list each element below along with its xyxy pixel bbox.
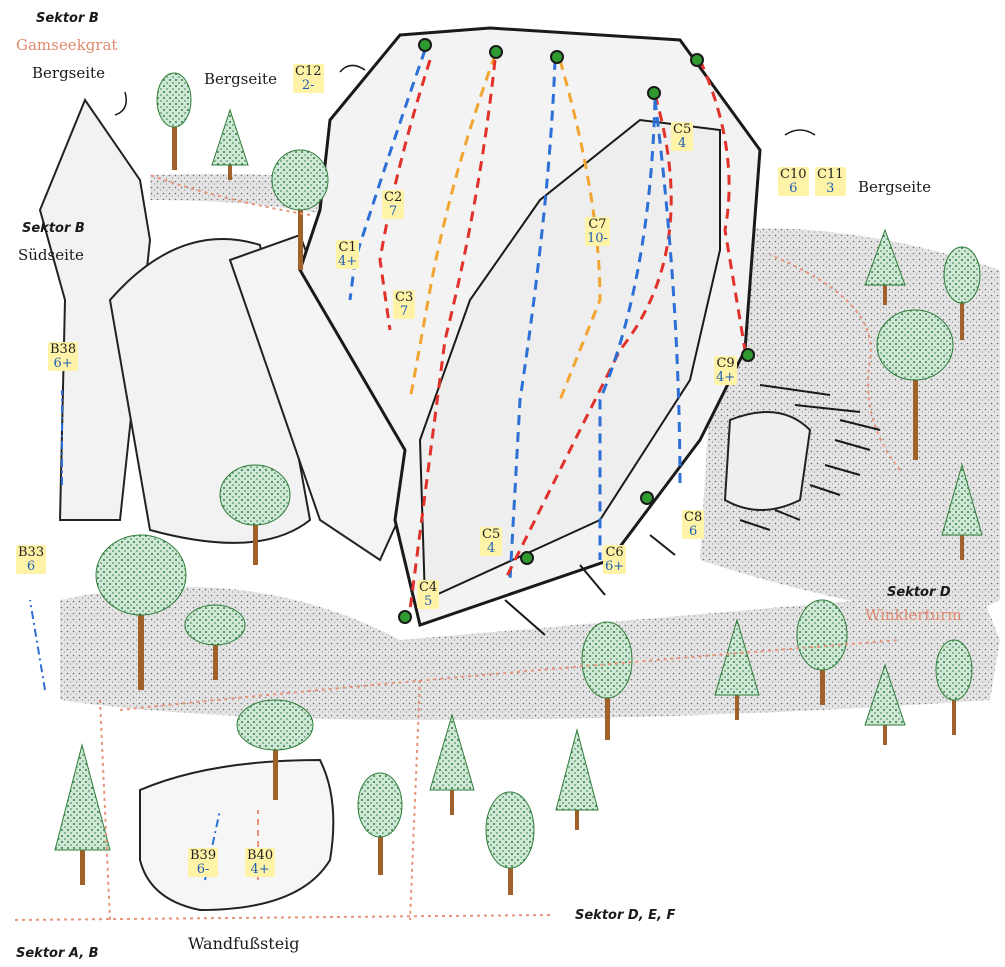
anchor xyxy=(490,46,502,58)
arrow-right xyxy=(785,130,815,135)
path-wandfusssteig xyxy=(15,915,550,920)
anchor xyxy=(641,492,653,504)
gamseekgrat-label: Gamseekgrat xyxy=(16,38,117,53)
wandfusssteig-label: Wandfußsteig xyxy=(188,936,300,952)
bergseite-right: Bergseite xyxy=(858,180,931,195)
suedseite-label: Südseite xyxy=(18,248,84,263)
tree xyxy=(556,730,598,830)
tree xyxy=(220,465,290,565)
rock-boulder xyxy=(725,412,810,510)
sektor-def-label: Sektor D, E, F xyxy=(575,909,675,922)
tree xyxy=(157,73,191,170)
bergseite-middle: Bergseite xyxy=(204,72,277,87)
route-line-b33 xyxy=(30,600,45,690)
anchor xyxy=(419,39,431,51)
sektor-b-south-label: Sektor B xyxy=(22,222,85,235)
tree xyxy=(212,110,248,180)
tree xyxy=(582,622,632,740)
anchor xyxy=(551,51,563,63)
sektor-ab-label: Sektor A, B xyxy=(16,947,99,960)
tree xyxy=(55,745,110,885)
bergseite-top-left: Bergseite xyxy=(32,66,105,81)
tree xyxy=(358,773,402,875)
path-left-down xyxy=(100,700,110,920)
tree xyxy=(430,715,474,815)
anchor xyxy=(399,611,411,623)
sektor-b-label: Sektor B xyxy=(36,12,99,25)
rock-bottom-boulder xyxy=(140,760,333,910)
sektor-d-label: Sektor D xyxy=(887,586,951,599)
anchor xyxy=(742,349,754,361)
winklerturm-label: Winklerturm xyxy=(865,608,962,623)
scree-ground xyxy=(60,587,1000,720)
tree xyxy=(486,792,534,895)
arrow-left xyxy=(115,92,126,115)
anchor xyxy=(521,552,533,564)
anchor xyxy=(648,87,660,99)
anchor xyxy=(691,54,703,66)
tree xyxy=(936,640,972,735)
arrow-top xyxy=(340,65,365,72)
